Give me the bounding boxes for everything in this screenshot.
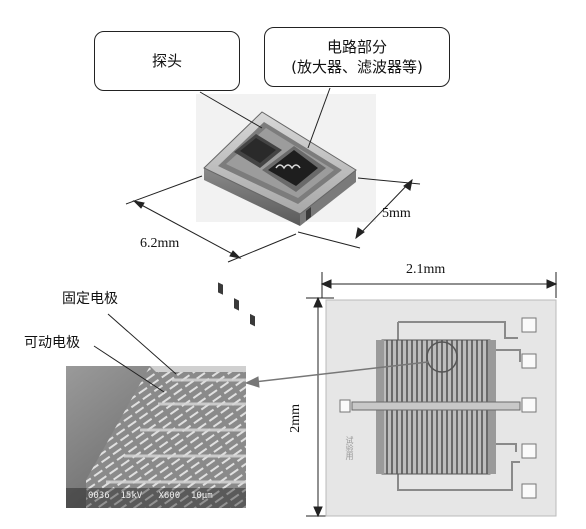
chip-width-dimension — [320, 272, 558, 298]
circuit-label-line1: 电路部分 — [326, 38, 387, 56]
zoom-arrow — [244, 361, 429, 388]
fixed-electrode-leader — [107, 313, 177, 375]
circuit-label-line2: (放大器、滤波器等) — [291, 58, 423, 76]
circuit-callout: 电路部分 (放大器、滤波器等) — [264, 27, 450, 87]
sem-image — [66, 366, 246, 508]
chip-width-label: 2.1mm — [406, 262, 446, 277]
chip-height-label: 2mm — [288, 404, 303, 433]
package-photo — [196, 94, 376, 327]
probe-leader-line — [199, 91, 263, 129]
chip-height-dimension — [306, 296, 334, 518]
probe-callout: 探头 — [94, 31, 240, 91]
chip-marking: 试验用 — [345, 436, 354, 460]
movable-electrode-leader — [93, 345, 165, 393]
package-depth-dimension — [297, 177, 421, 249]
package-depth-label: 5mm — [382, 206, 411, 221]
circuit-leader-line — [307, 87, 331, 149]
fixed-electrode-label: 固定电极 — [62, 291, 118, 307]
package-width-dimension — [125, 175, 297, 263]
sem-info-bar: 0036 15kV X600 10μm — [88, 491, 213, 501]
probe-label: 探头 — [151, 52, 182, 70]
chip-micrograph — [325, 299, 557, 517]
package-width-label: 6.2mm — [140, 236, 180, 251]
movable-electrode-label: 可动电极 — [24, 335, 80, 351]
